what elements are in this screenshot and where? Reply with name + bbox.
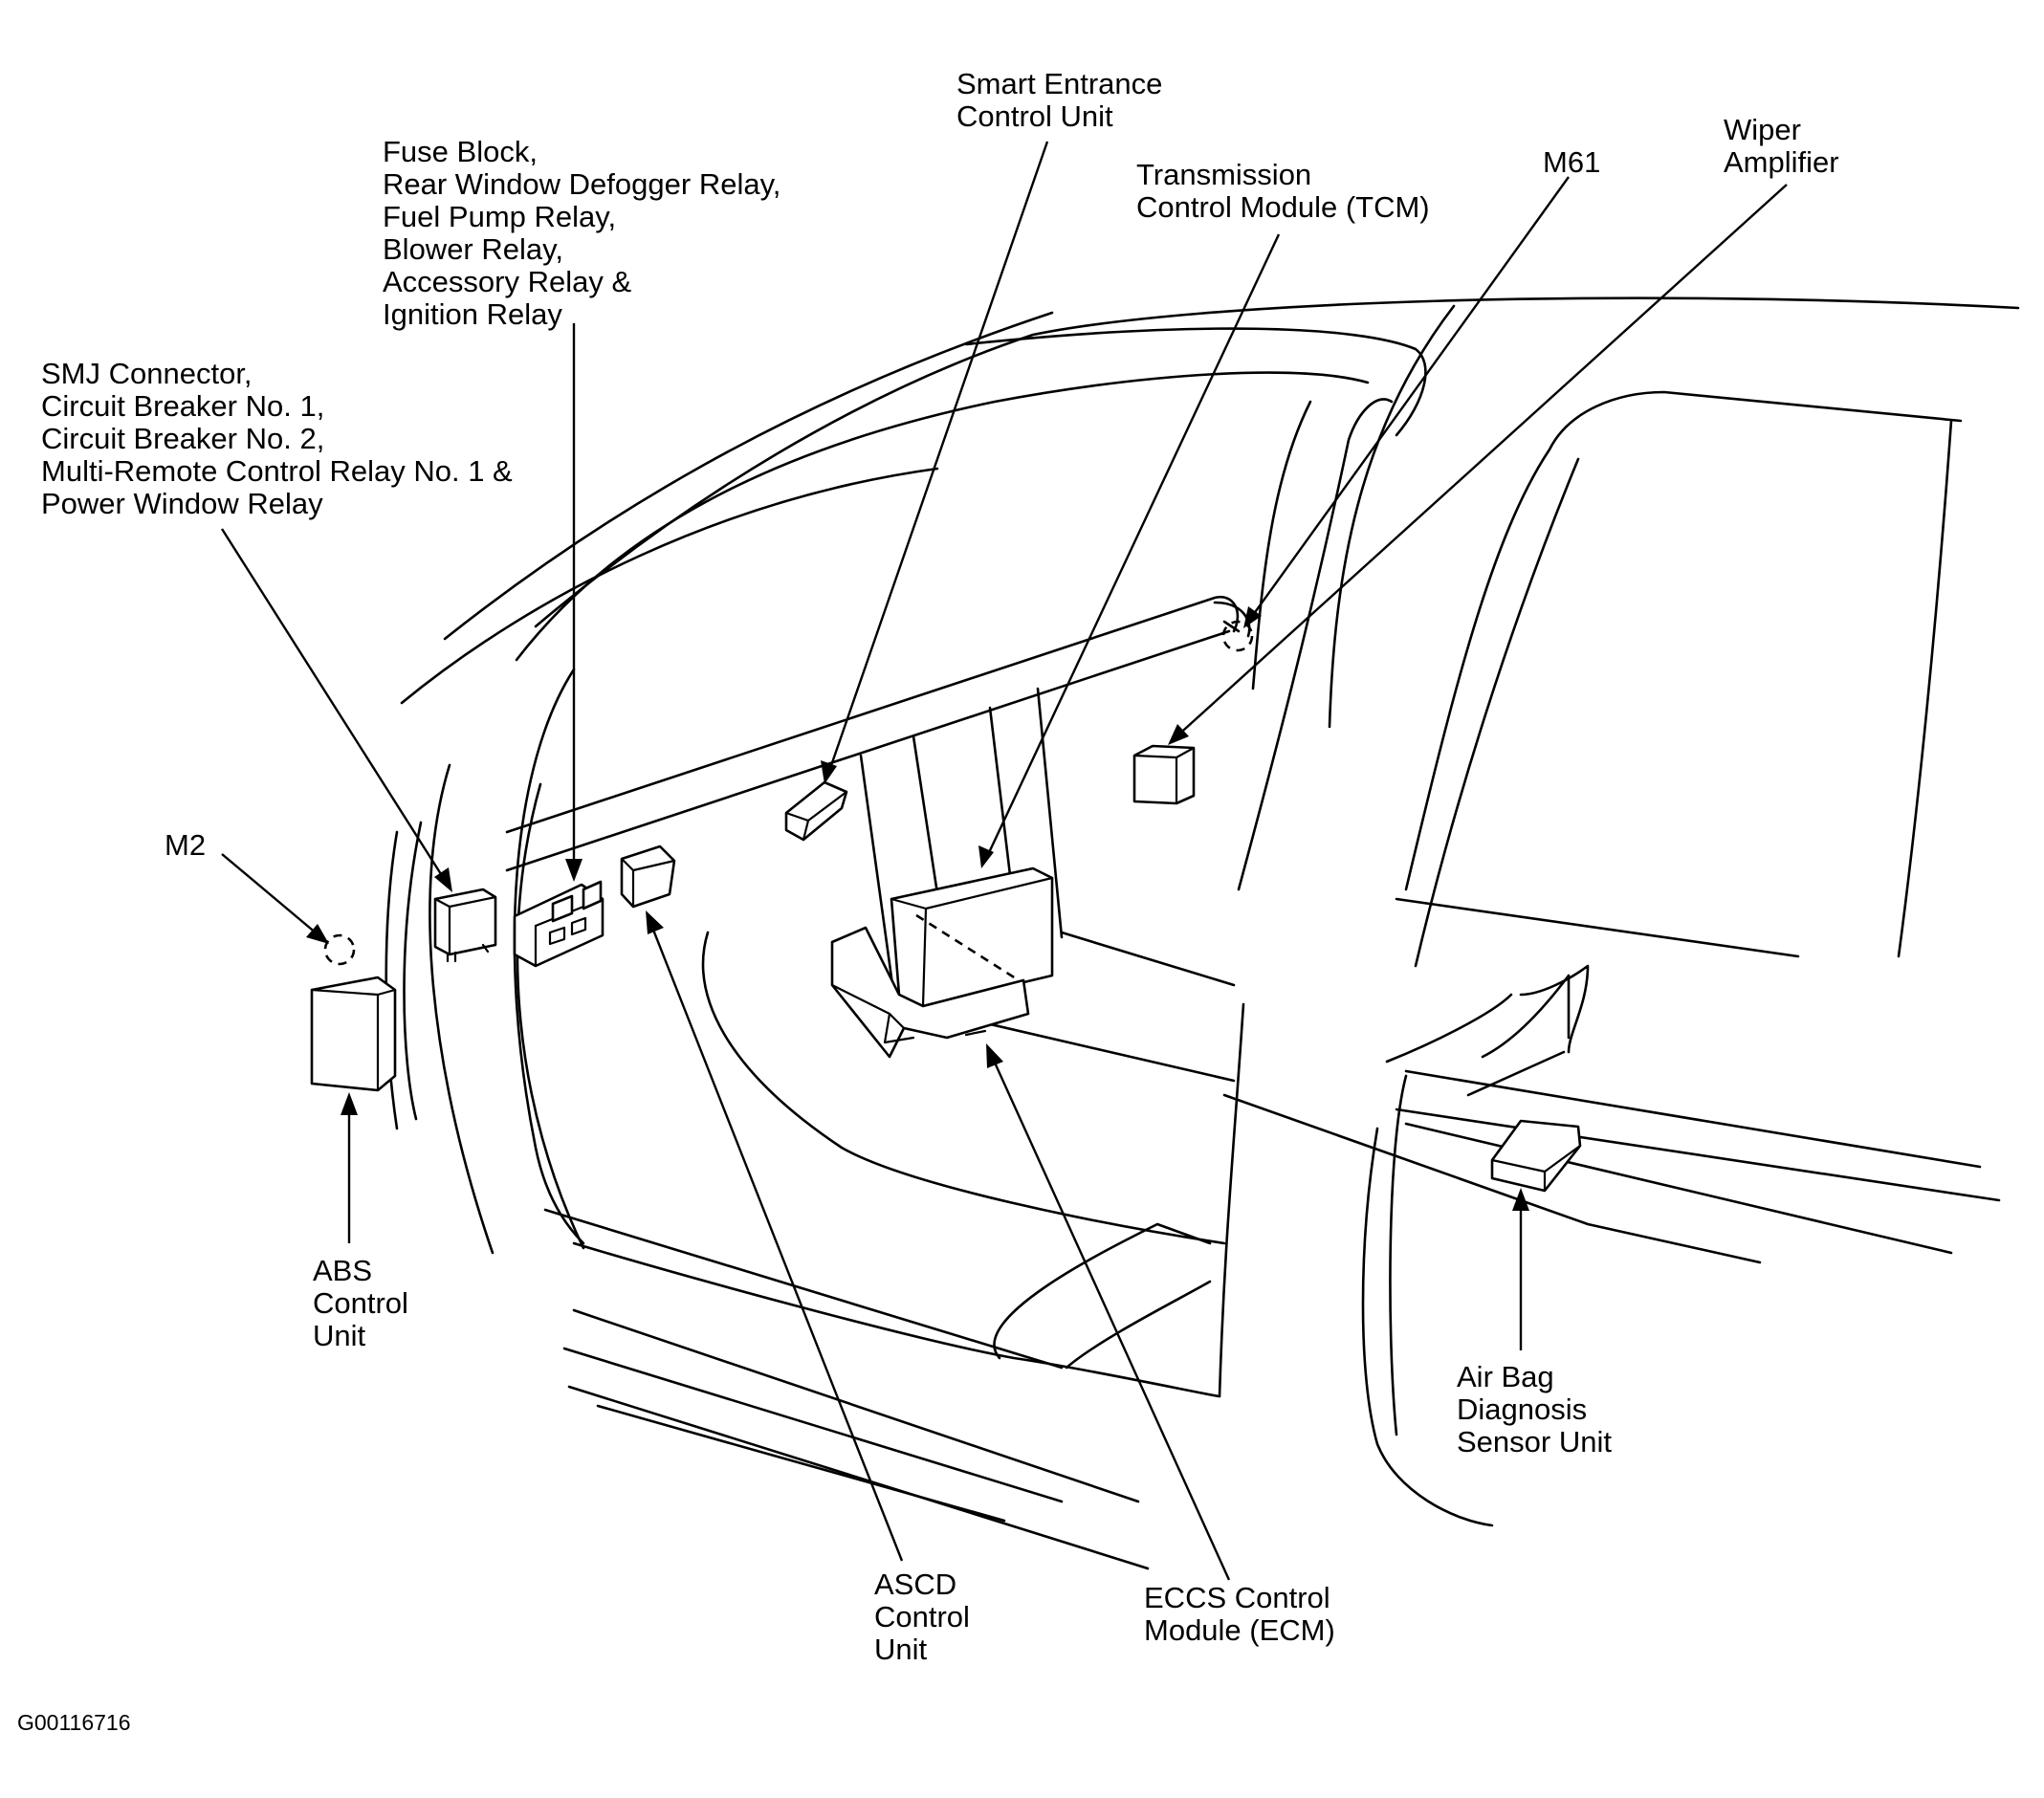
leader-ascd [648, 919, 904, 1562]
label-smj-connector: SMJ Connector, Circuit Breaker No. 1, Ci… [41, 357, 513, 520]
vehicle-body-outline [385, 296, 2020, 1570]
arrowhead-smart-entrance [821, 760, 837, 784]
label-transmission-control-module: Transmission Control Module (TCM) [1136, 158, 1430, 224]
arrowhead-m61 [1243, 606, 1262, 628]
smj-connector-box [433, 888, 497, 963]
arrowhead-fuse-block [565, 859, 582, 882]
leader-m61 [1247, 176, 1570, 623]
air-bag-sensor-unit-box [1490, 1119, 1582, 1193]
label-smart-entrance-control-unit: Smart Entrance Control Unit [956, 67, 1163, 133]
arrowhead-ascd [646, 910, 664, 934]
m61-connector-location-icon [1221, 620, 1254, 652]
fuse-block-box [513, 880, 604, 968]
leader-smart-entrance [825, 141, 1049, 778]
label-m61: M61 [1543, 145, 1601, 179]
label-abs-control-unit: ABS Control Unit [313, 1254, 408, 1352]
arrowhead-wiper [1168, 724, 1189, 745]
arrowhead-air-bag [1512, 1188, 1529, 1211]
label-eccs-control-module: ECCS Control Module (ECM) [1144, 1581, 1335, 1647]
arrowhead-abs [341, 1092, 358, 1115]
figure-id: G00116716 [17, 1710, 131, 1735]
leader-smj [220, 528, 450, 886]
leader-lines [220, 141, 1788, 1581]
leader-wiper [1174, 184, 1788, 739]
label-air-bag-diagnosis-sensor-unit: Air Bag Diagnosis Sensor Unit [1457, 1360, 1612, 1458]
label-ascd-control-unit: ASCD Control Unit [874, 1568, 970, 1666]
label-wiper-amplifier: Wiper Amplifier [1724, 113, 1839, 179]
m2-connector-location-icon [323, 933, 356, 966]
leader-m2 [221, 853, 324, 940]
leader-eccs [988, 1051, 1231, 1581]
ascd-control-unit-box [620, 844, 676, 909]
tcm-ecm-assembly [830, 866, 1054, 1059]
abs-control-unit-box [310, 976, 397, 1092]
arrowhead-tcm [978, 845, 994, 868]
arrowhead-smj [434, 867, 452, 892]
smart-entrance-control-unit-box [784, 780, 848, 842]
arrowhead-m2 [306, 924, 329, 944]
wiper-amplifier-box [1132, 744, 1196, 805]
label-m2: M2 [165, 828, 207, 862]
arrowhead-eccs [986, 1043, 1003, 1068]
leader-tcm [983, 233, 1281, 862]
label-fuse-block: Fuse Block, Rear Window Defogger Relay, … [383, 135, 781, 331]
